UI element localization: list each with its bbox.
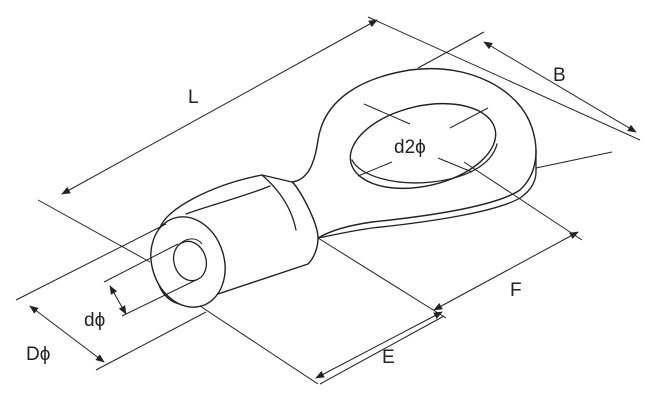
dimension-d (103, 243, 197, 317)
ring-terminal (150, 68, 537, 308)
dimension-d2 (357, 103, 489, 177)
dimension-B (417, 31, 637, 169)
dimension-D (15, 223, 207, 371)
label-F: F (510, 280, 522, 301)
dimension-F (317, 161, 583, 319)
tongue-thickness-edge (317, 171, 537, 239)
label-d2: d2ϕ (394, 137, 426, 158)
dimension-E (199, 305, 445, 385)
label-D: Dϕ (26, 344, 50, 365)
sleeve-bore (172, 240, 208, 282)
label-L: L (188, 87, 199, 108)
label-E: E (382, 347, 395, 368)
label-B: B (553, 65, 566, 86)
label-d: dϕ (84, 310, 105, 331)
sleeve-bore-depth (177, 238, 203, 247)
